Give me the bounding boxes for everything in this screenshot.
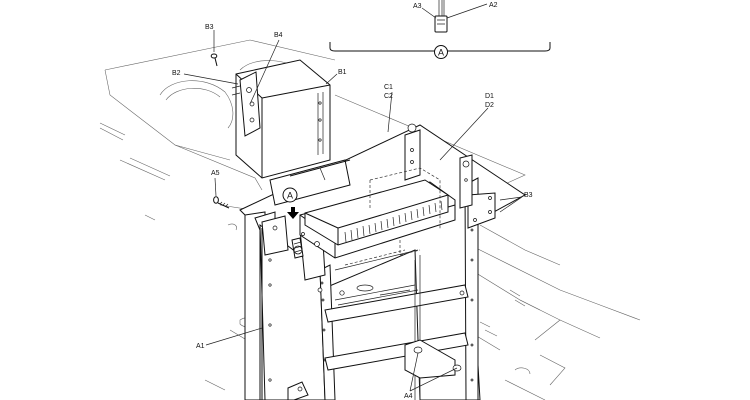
- callout-a3: A3: [413, 3, 422, 10]
- connector-a-icon: [291, 232, 320, 259]
- callout-d2: D2: [485, 102, 494, 109]
- callout-c2: C2: [384, 93, 393, 100]
- callout-b1: B1: [338, 69, 347, 76]
- callout-b3-right: B3: [524, 192, 533, 199]
- callout-b2: B2: [172, 70, 181, 77]
- battery-cooling-fins: [344, 200, 443, 243]
- callout-d1: D1: [485, 93, 494, 100]
- callout-c1: C1: [384, 84, 393, 91]
- circled-a-marker-icon: [282, 187, 298, 203]
- arrow-down-icon: [287, 207, 299, 219]
- vehicle-background-outline: [99, 39, 641, 400]
- detail-a-marker-icon: [434, 45, 448, 59]
- bracket-module-b1: [231, 59, 331, 179]
- leader-lines: [183, 30, 523, 392]
- circled-a-marker-label: A: [287, 190, 293, 200]
- callout-b3-top: B3: [205, 24, 214, 31]
- detail-a-marker-label: A: [438, 47, 444, 57]
- callout-a5: A5: [211, 170, 220, 177]
- callout-b4: B4: [274, 32, 283, 39]
- callout-a1: A1: [196, 343, 205, 350]
- screw-b3-top-icon: [210, 53, 218, 67]
- screw-a5-icon: [213, 196, 230, 209]
- callout-a2: A2: [489, 2, 498, 9]
- main-frame-a1: [239, 123, 526, 400]
- battery-module-d1: [299, 167, 456, 266]
- detail-a-box: A: [329, 0, 551, 59]
- callout-a4: A4: [404, 393, 413, 400]
